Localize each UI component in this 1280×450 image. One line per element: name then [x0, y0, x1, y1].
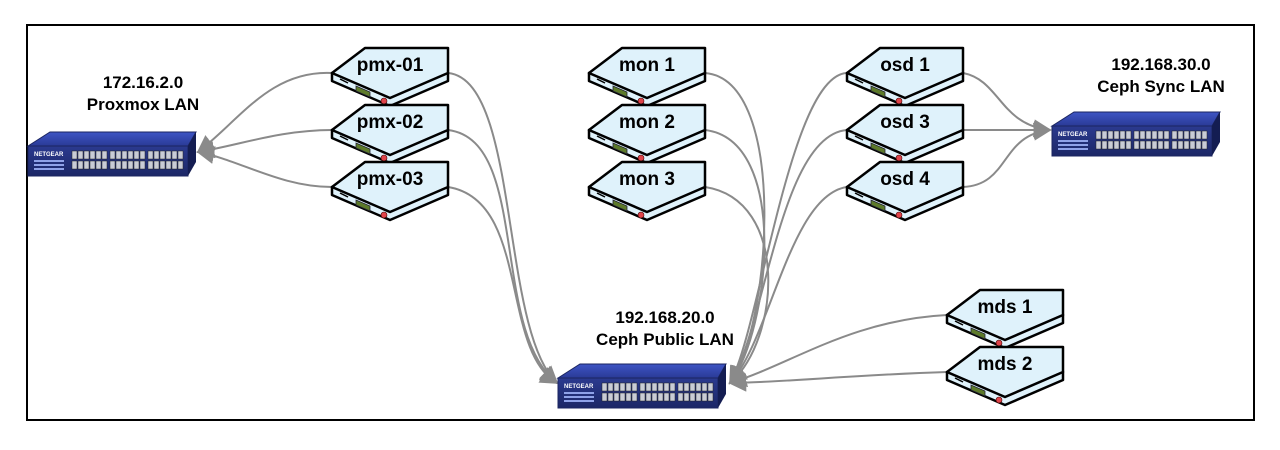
connection-links	[196, 71, 1052, 392]
link-5	[447, 186, 559, 384]
sync-name: Ceph Sync LAN	[1097, 77, 1225, 96]
node-label: mds 1	[978, 297, 1033, 318]
switch-ceph-sync-lan: NETGEAR	[1050, 111, 1221, 157]
node-label: mds 2	[978, 354, 1033, 375]
link-15	[728, 314, 948, 387]
diagram-frame	[26, 24, 1255, 421]
node-label: mon 3	[619, 169, 675, 190]
node-pmx-01: pmx-01	[330, 46, 450, 108]
switch-ceph-public-lan: NETGEAR	[556, 363, 727, 409]
link-16	[728, 371, 948, 392]
node-mon-1: mon 1	[587, 46, 707, 108]
node-mon-2: mon 2	[587, 103, 707, 165]
link-8	[704, 186, 770, 385]
link-2	[196, 146, 333, 188]
link-7	[704, 129, 766, 385]
link-11	[728, 186, 848, 385]
node-label: osd 1	[880, 55, 930, 76]
sync-ip: 192.168.30.0	[1111, 55, 1211, 74]
switches: NETGEAR NETGEAR NETGEAR	[26, 111, 1221, 409]
node-osd-1: osd 1	[845, 46, 965, 108]
proxmox-ip: 172.16.2.0	[102, 73, 184, 92]
link-9	[729, 72, 848, 385]
node-label: mon 1	[619, 55, 675, 76]
server-nodes: pmx-01 pmx-02 pmx-03 mon 1 mon 2 mon 3 osd 1 os…	[330, 46, 1065, 407]
public-ip: 192.168.20.0	[615, 308, 715, 327]
switch-proxmox-lan: NETGEAR	[26, 131, 197, 177]
link-3	[447, 72, 559, 385]
link-14	[962, 122, 1052, 188]
node-label: mon 2	[619, 112, 675, 133]
node-mds-2: mds 2	[945, 345, 1065, 407]
node-label: pmx-02	[357, 112, 424, 133]
node-label: osd 3	[880, 112, 930, 133]
node-osd-3: osd 3	[845, 103, 965, 165]
link-1	[196, 129, 333, 159]
node-pmx-02: pmx-02	[330, 103, 450, 165]
node-mon-3: mon 3	[587, 160, 707, 222]
node-label: osd 4	[880, 169, 930, 190]
network-label-sync: 192.168.30.0 Ceph Sync LAN	[1097, 54, 1225, 98]
node-osd-4: osd 4	[845, 160, 965, 222]
network-label-proxmox: 172.16.2.0 Proxmox LAN	[87, 72, 199, 116]
link-10	[729, 129, 848, 385]
switch-brand: NETGEAR	[1058, 132, 1088, 138]
network-label-public: 192.168.20.0 Ceph Public LAN	[596, 307, 734, 351]
public-name: Ceph Public LAN	[596, 330, 734, 349]
proxmox-name: Proxmox LAN	[86, 95, 200, 114]
link-4	[447, 129, 559, 385]
switch-brand: NETGEAR	[564, 384, 594, 390]
link-12	[962, 72, 1052, 138]
node-label: pmx-03	[357, 169, 424, 190]
link-0	[196, 71, 333, 154]
node-label: pmx-01	[357, 55, 424, 76]
switch-brand: NETGEAR	[34, 152, 64, 158]
node-mds-1: mds 1	[945, 288, 1065, 350]
node-pmx-03: pmx-03	[330, 160, 450, 222]
